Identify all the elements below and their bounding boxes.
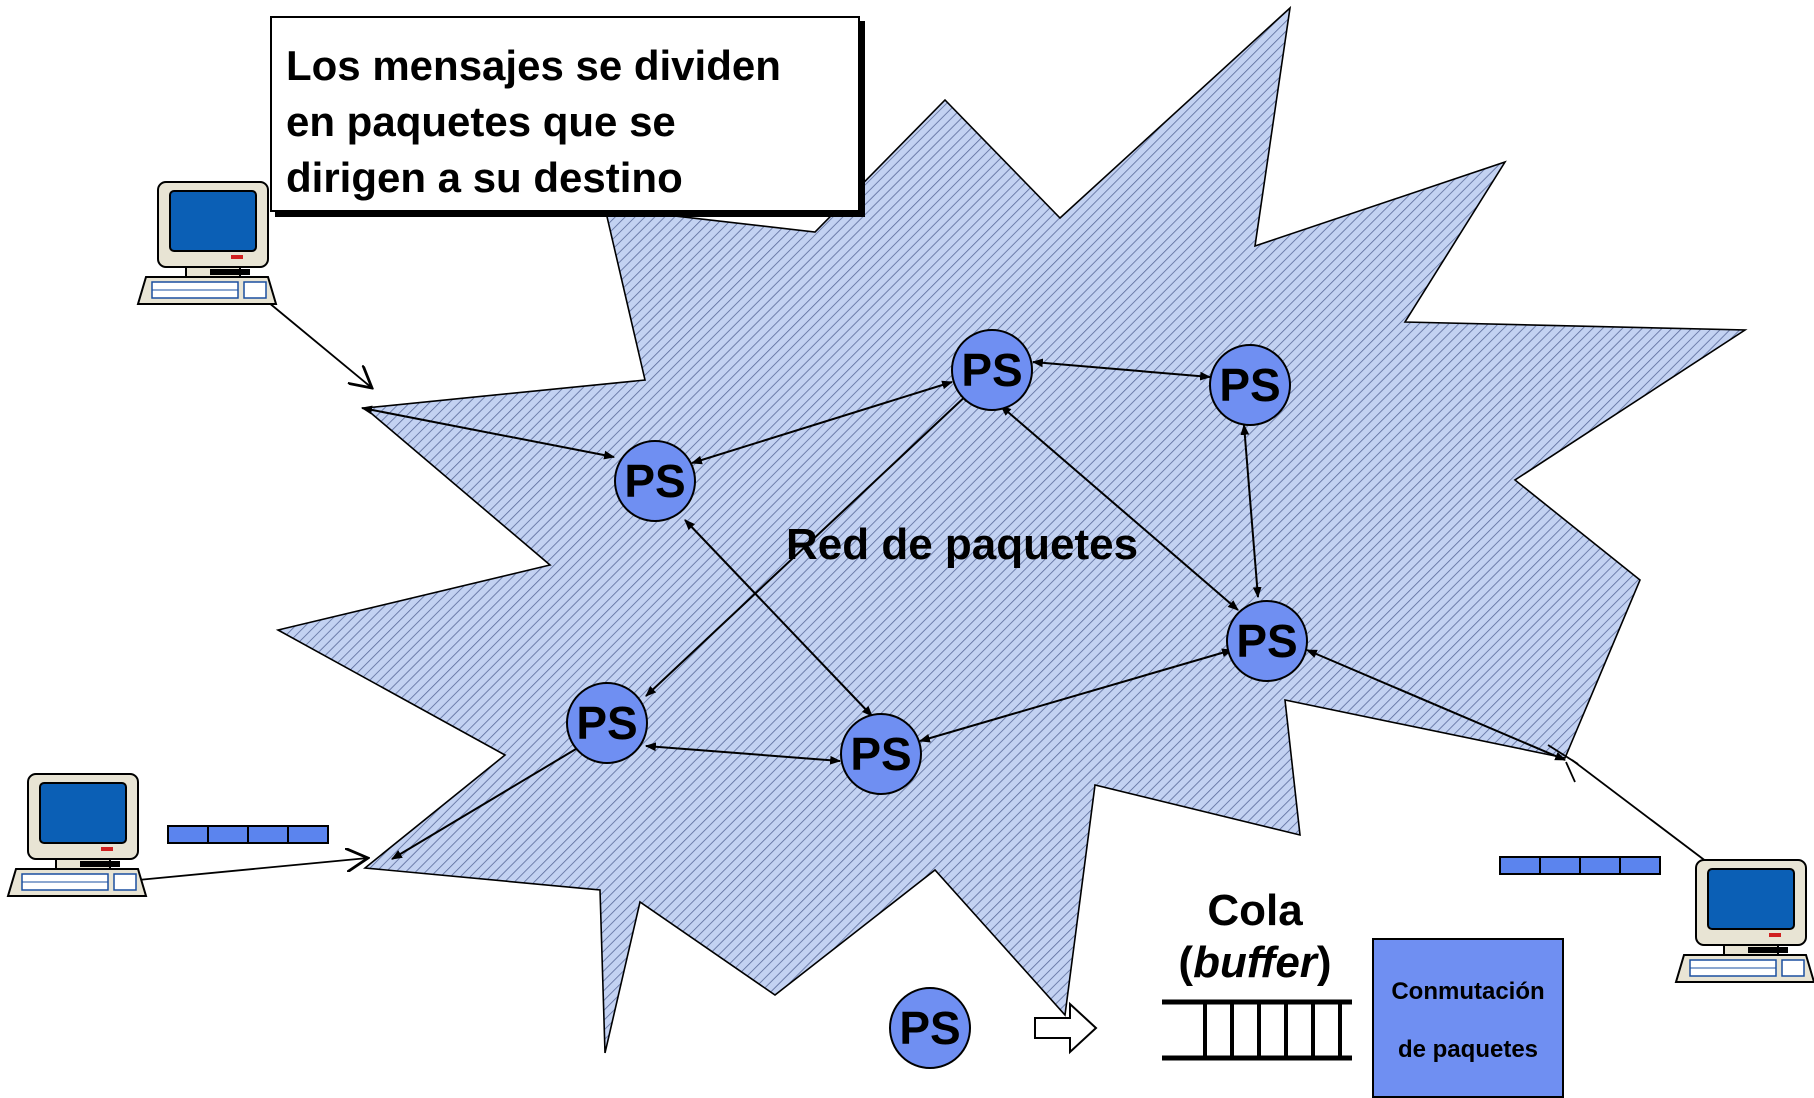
link-entry-ps1 (360, 405, 616, 460)
link-ps4-entry (391, 742, 587, 860)
access-line-top-left (267, 301, 372, 388)
ps-node: PS (566, 682, 648, 764)
network-label: Red de paquetes (786, 520, 1139, 569)
link-ps2-ps3 (1031, 358, 1212, 381)
svg-text:PS: PS (624, 455, 685, 507)
access-line-right (1571, 759, 1708, 863)
queue-label: Cola (buffer) (1150, 885, 1360, 989)
switch-box-line-1: Conmutación (1391, 978, 1545, 1005)
svg-text:PS: PS (899, 1002, 960, 1054)
legend-arrow-icon (1034, 1001, 1098, 1055)
ps-node: PS (951, 329, 1033, 411)
callout-line-1: Los mensajes se dividen (286, 42, 781, 89)
svg-text:PS: PS (576, 697, 637, 749)
access-line-bottom-left (137, 858, 368, 881)
link-ps3-ps6 (1240, 423, 1262, 599)
callout-line-3: dirigen a su destino (286, 154, 683, 201)
computer-icon (1674, 859, 1814, 983)
message-callout: Los mensajes se dividen en paquetes que … (270, 16, 860, 212)
link-ps2-ps6 (1000, 405, 1239, 611)
packet-strip-left (167, 825, 329, 844)
callout-line-2: en paquetes que se (286, 98, 676, 145)
ps-node: PS (840, 713, 922, 795)
ps-node: PS (1226, 600, 1308, 682)
network-links (360, 358, 1567, 860)
svg-text:PS: PS (1219, 359, 1280, 411)
switch-box-line-2: de paquetes (1397, 1036, 1539, 1063)
access-lines (137, 301, 1708, 881)
queue-label-title: Cola (1207, 886, 1303, 935)
link-ps6-exit (1305, 649, 1567, 761)
svg-text:PS: PS (1236, 615, 1297, 667)
ps-node: PS (1209, 344, 1291, 426)
link-ps4-ps5 (644, 742, 842, 765)
computer-icon (136, 181, 278, 305)
packet-switching-box: Conmutación de paquetes (1372, 938, 1564, 1098)
queue-label-buffer: (buffer) (1178, 938, 1332, 987)
computer-icon (6, 773, 148, 897)
link-ps1-ps5 (684, 519, 873, 717)
svg-text:PS: PS (961, 344, 1022, 396)
legend-ps-node: PS (889, 987, 971, 1069)
ps-node: PS (614, 440, 696, 522)
queue-buffer-icon (1162, 999, 1352, 1061)
svg-text:PS: PS (850, 728, 911, 780)
link-ps5-ps6 (918, 648, 1234, 743)
packet-strip-right (1499, 856, 1661, 875)
